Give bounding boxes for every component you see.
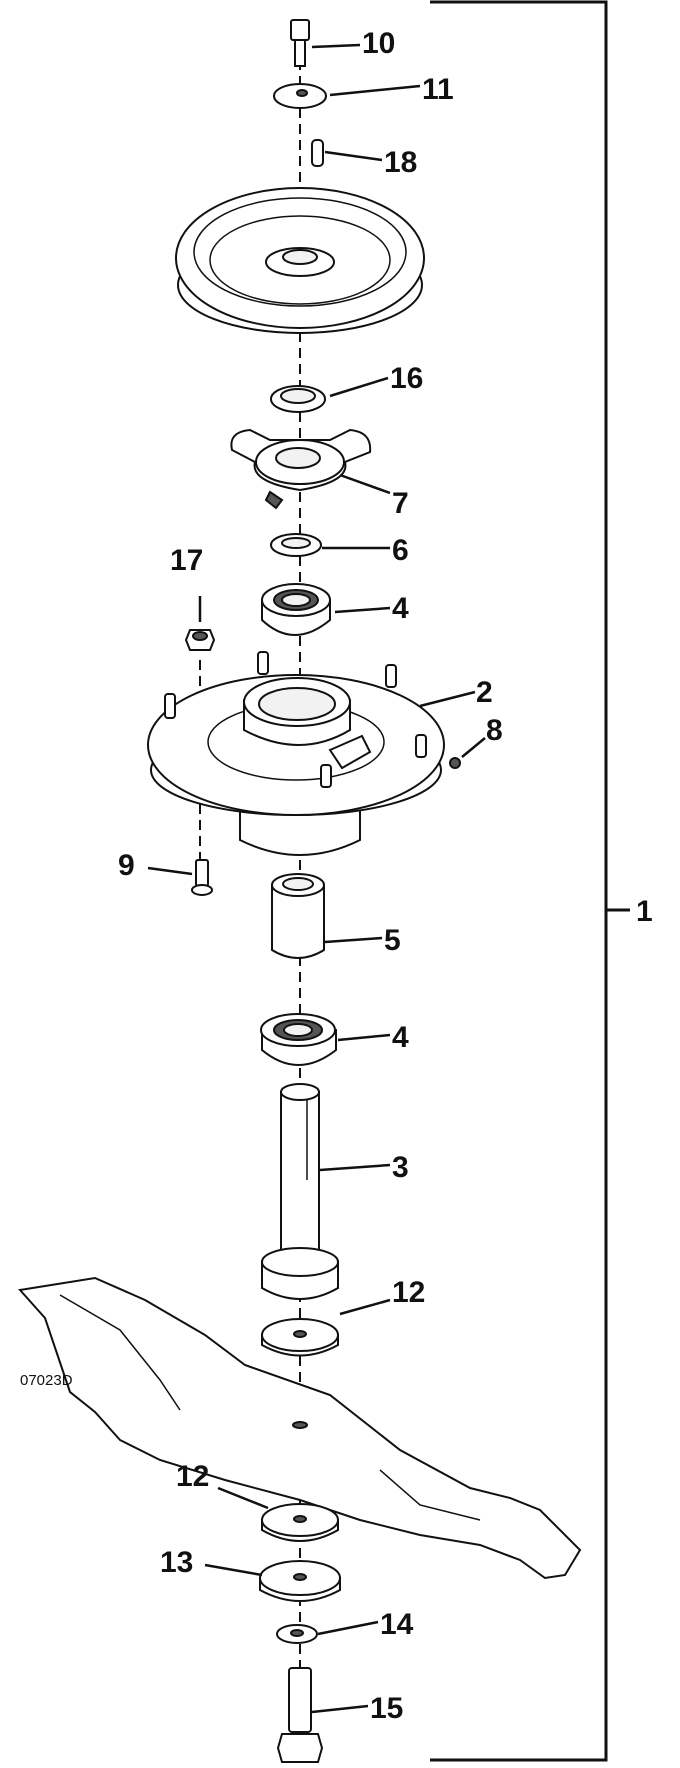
- callout-7: 7: [392, 487, 409, 520]
- part-13-cup-washer: [259, 1560, 341, 1602]
- callout-9: 9: [118, 849, 135, 882]
- part-10-bolt: [290, 19, 310, 67]
- callout-11: 11: [422, 73, 454, 106]
- part-11-washer: [273, 83, 327, 109]
- leader-lines: [147, 43, 486, 1714]
- part-5-spacer-tube: [271, 873, 325, 959]
- callout-12-upper: 12: [392, 1276, 425, 1309]
- part-16-spacer: [270, 385, 326, 413]
- callout-15: 15: [370, 1692, 403, 1725]
- callout-1: 1: [636, 895, 653, 928]
- callout-4-lower: 4: [392, 1021, 409, 1054]
- part-7-bearing-flange: [230, 428, 372, 510]
- callout-12-lower: 12: [176, 1460, 209, 1493]
- part-12-washer-upper: [261, 1318, 339, 1357]
- assembly-bracket: [430, 0, 630, 1762]
- mower-blade: [18, 1276, 582, 1580]
- part-12-washer-lower: [261, 1503, 339, 1542]
- callout-17: 17: [170, 544, 203, 577]
- part-18-pin: [311, 139, 324, 167]
- part-17-nut: [184, 629, 216, 651]
- pulley: [175, 187, 425, 334]
- callout-10: 10: [362, 27, 395, 60]
- callout-16: 16: [390, 362, 423, 395]
- callout-labels: 10 11 18 16 7 6 4 17 2 8 9 5 4 3 12 12 1…: [118, 27, 653, 1725]
- callout-3: 3: [392, 1151, 409, 1184]
- callout-14: 14: [380, 1608, 414, 1641]
- callout-4-upper: 4: [392, 592, 409, 625]
- callout-13: 13: [160, 1546, 193, 1579]
- part-4-bearing-lower: [260, 1013, 337, 1066]
- figure-id: 07023D: [20, 1372, 73, 1389]
- part-15-bolt: [276, 1667, 324, 1763]
- part-14-lock-washer: [276, 1624, 318, 1644]
- part-9-bolt: [191, 859, 213, 896]
- callout-5: 5: [384, 924, 401, 957]
- part-6-seal: [270, 533, 322, 557]
- part-3-spindle-shaft: [261, 1083, 339, 1300]
- callout-8: 8: [486, 714, 503, 747]
- part-8-grease-fitting: [449, 757, 461, 769]
- callout-6: 6: [392, 534, 409, 567]
- part-4-bearing-upper: [261, 583, 331, 636]
- part-2-spindle-housing: [147, 651, 445, 856]
- callout-2: 2: [476, 676, 493, 709]
- callout-18: 18: [384, 146, 417, 179]
